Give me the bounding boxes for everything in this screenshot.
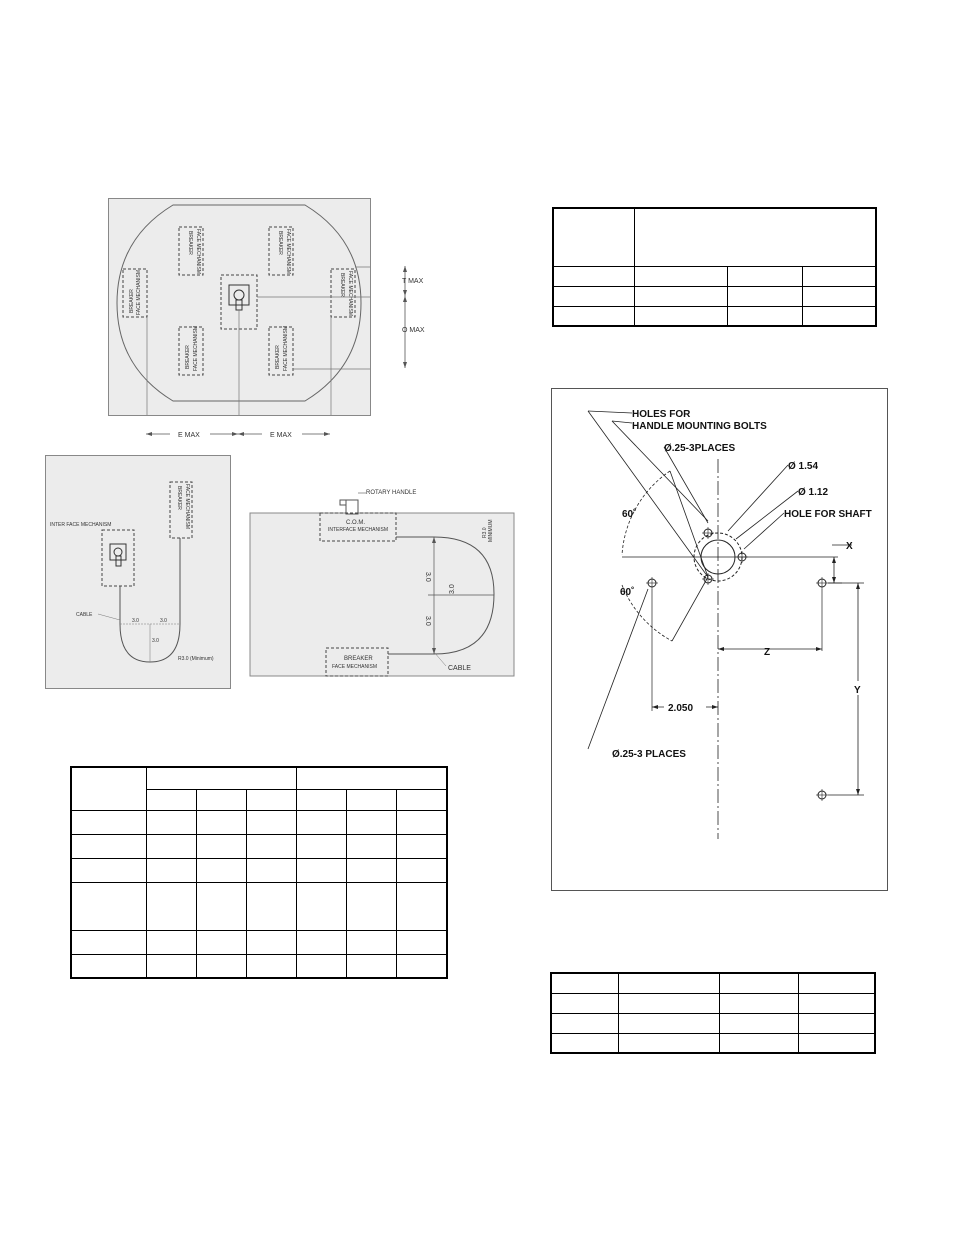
breaker-label: BREAKER	[176, 486, 182, 510]
t-max-label: T MAX	[402, 278, 424, 285]
dimension-table-right-top	[552, 207, 877, 327]
dimension-table-right-bottom	[550, 972, 876, 1054]
breaker-box-right: BREAKER FACE MECHANISM	[330, 268, 356, 318]
table-row	[70, 929, 448, 955]
cable-label: CABLE	[76, 612, 93, 618]
face-mech-label: FACE MECHANISM	[283, 326, 289, 371]
breaker-label: BREAKER	[275, 345, 281, 369]
table-row	[70, 809, 448, 835]
breaker-label: BREAKER	[344, 656, 373, 662]
breaker-layout-diagram: BREAKER FACE MECHANISM BREAKER FACE MECH…	[108, 198, 371, 416]
layout-dimensions: T MAX O MAX E MAX E MAX	[146, 266, 425, 439]
dim-right-label: 3.0	[449, 584, 456, 594]
angle-bottom-label: 60˚	[620, 586, 634, 598]
breaker-box-bottom-left: BREAKER FACE MECHANISM	[178, 326, 204, 376]
dim-b-label: 3.0	[160, 618, 167, 624]
cable-routing-diagram-left: INTER FACE MECHANISM BREAKER FACE MECHAN…	[45, 455, 231, 689]
rotary-handle-label: ROTARY HANDLE	[366, 490, 416, 496]
breaker-label: BREAKER	[339, 273, 345, 297]
table-cell	[146, 788, 198, 811]
table-cell	[346, 788, 397, 811]
com-label: C.O.M.	[346, 520, 365, 526]
breaker-label: BREAKER	[187, 231, 193, 255]
table-cell	[246, 788, 298, 811]
dia-112-label: Ø 1.12	[798, 487, 828, 498]
o-max-label: O MAX	[402, 327, 425, 334]
face-mech-label: FACE MECHANISM	[332, 664, 377, 670]
inter-face-label: INTER FACE MECHANISM	[50, 522, 111, 528]
dim-bottom-label: 3.0	[424, 616, 431, 626]
table-cell	[296, 788, 348, 811]
face-mech-label: FACE MECHANISM	[195, 229, 201, 274]
face-mech-label: FACE MECHANISM	[193, 326, 199, 371]
cable-label: CABLE	[448, 665, 471, 672]
face-mech-label: FACE MECHANISM	[184, 484, 190, 529]
table-row	[550, 1012, 876, 1034]
table-row	[550, 992, 876, 1014]
table-row	[552, 305, 877, 327]
dim-a-label: 3.0	[132, 618, 139, 624]
breaker-box-bottom-right: BREAKER FACE MECHANISM	[268, 326, 294, 376]
places-bottom-label: Ø.25-3 PLACES	[612, 749, 686, 760]
breaker-box-top-right: BREAKER FACE MECHANISM	[268, 226, 294, 276]
table-cell	[146, 766, 298, 790]
places-top-label: Ø.25-3PLACES	[664, 443, 735, 454]
face-mech-label: FACE MECHANISM	[285, 229, 291, 274]
table-cell	[296, 766, 448, 790]
table-row	[70, 857, 448, 883]
breaker-label: BREAKER	[185, 345, 191, 369]
table-row	[550, 1032, 876, 1054]
dim-c-label: 3.0	[152, 638, 159, 644]
table-cell	[552, 207, 635, 267]
table-row	[552, 285, 877, 307]
table-cell	[196, 788, 248, 811]
radius-label: R3.0 (Minimum)	[178, 656, 214, 662]
drilling-template-diagram: HOLES FOR HANDLE MOUNTING BOLTS Ø.25-3PL…	[551, 388, 888, 891]
y-label: Y	[854, 685, 861, 696]
breaker-box-top-left: BREAKER FACE MECHANISM	[178, 226, 204, 276]
breaker-box-left: BREAKER FACE MECHANISM	[122, 268, 148, 318]
table-cell	[634, 207, 877, 267]
table-cell	[70, 766, 148, 811]
interface-mech-label: INTERFACE MECHANISM	[328, 527, 388, 533]
dim-top-label: 3.0	[424, 572, 431, 582]
e-max-label-left: E MAX	[178, 432, 200, 439]
x-label: X	[846, 541, 853, 552]
table-row	[70, 833, 448, 859]
face-mech-label: FACE MECHANISM	[136, 270, 142, 315]
holes-label-2: HANDLE MOUNTING BOLTS	[632, 421, 767, 432]
angle-top-label: 60˚	[622, 508, 636, 520]
dimension-table-left	[70, 766, 448, 979]
face-mech-label: FACE MECHANISM	[347, 271, 353, 316]
table-cell	[395, 788, 448, 811]
table-row	[550, 972, 876, 994]
breaker-label: BREAKER	[277, 231, 283, 255]
radius-label: R3.0	[482, 527, 488, 538]
breaker-label: BREAKER	[129, 289, 135, 313]
dim-2050-label: 2.050	[668, 703, 693, 714]
minimum-label: MINIMUM	[488, 520, 494, 543]
hole-shaft-label: HOLE FOR SHAFT	[784, 509, 872, 520]
table-row	[70, 881, 448, 931]
table-row	[552, 265, 877, 287]
dia-154-label: Ø 1.54	[788, 461, 818, 472]
holes-label-1: HOLES FOR	[632, 409, 691, 420]
cable-routing-diagram-right: ROTARY HANDLE C.O.M. INTERFACE MECHANISM…	[249, 490, 515, 677]
table-row	[70, 953, 448, 979]
z-label: Z	[764, 647, 770, 658]
e-max-label-right: E MAX	[270, 432, 292, 439]
